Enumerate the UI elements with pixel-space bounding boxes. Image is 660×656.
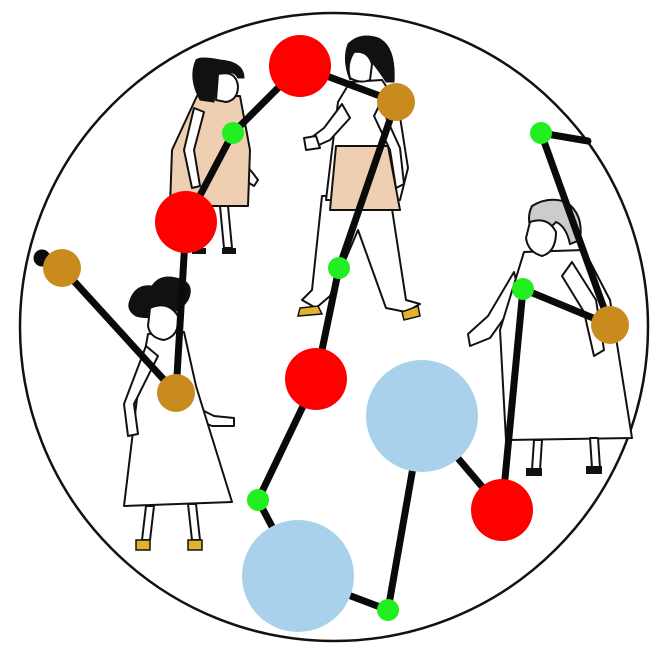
node-green xyxy=(512,278,534,300)
shoe-yellow xyxy=(298,306,322,316)
node-red xyxy=(269,35,331,97)
node-green xyxy=(328,257,350,279)
face xyxy=(526,220,556,256)
node-blue xyxy=(366,360,478,472)
node-ochre xyxy=(591,306,629,344)
face xyxy=(349,52,372,82)
node-blue xyxy=(242,520,354,632)
leg xyxy=(188,504,200,540)
node-ochre xyxy=(43,249,81,287)
node-green xyxy=(247,489,269,511)
shoe-black xyxy=(586,466,602,474)
node-green xyxy=(222,122,244,144)
tan-dress xyxy=(170,96,250,206)
node-red xyxy=(285,348,347,410)
leg xyxy=(142,506,154,540)
shoe-yellow xyxy=(188,540,202,550)
node-ochre xyxy=(377,83,415,121)
face xyxy=(148,305,178,340)
leg xyxy=(220,206,232,248)
leg xyxy=(532,440,542,470)
node-ochre xyxy=(157,374,195,412)
face xyxy=(216,73,238,102)
node-green xyxy=(530,122,552,144)
hand xyxy=(304,136,320,150)
shoe-black xyxy=(526,468,542,476)
node-red xyxy=(471,479,533,541)
node-red xyxy=(155,191,217,253)
leg xyxy=(590,438,600,468)
shoe-yellow xyxy=(136,540,150,550)
shoe-black xyxy=(222,248,236,254)
node-green xyxy=(377,599,399,621)
